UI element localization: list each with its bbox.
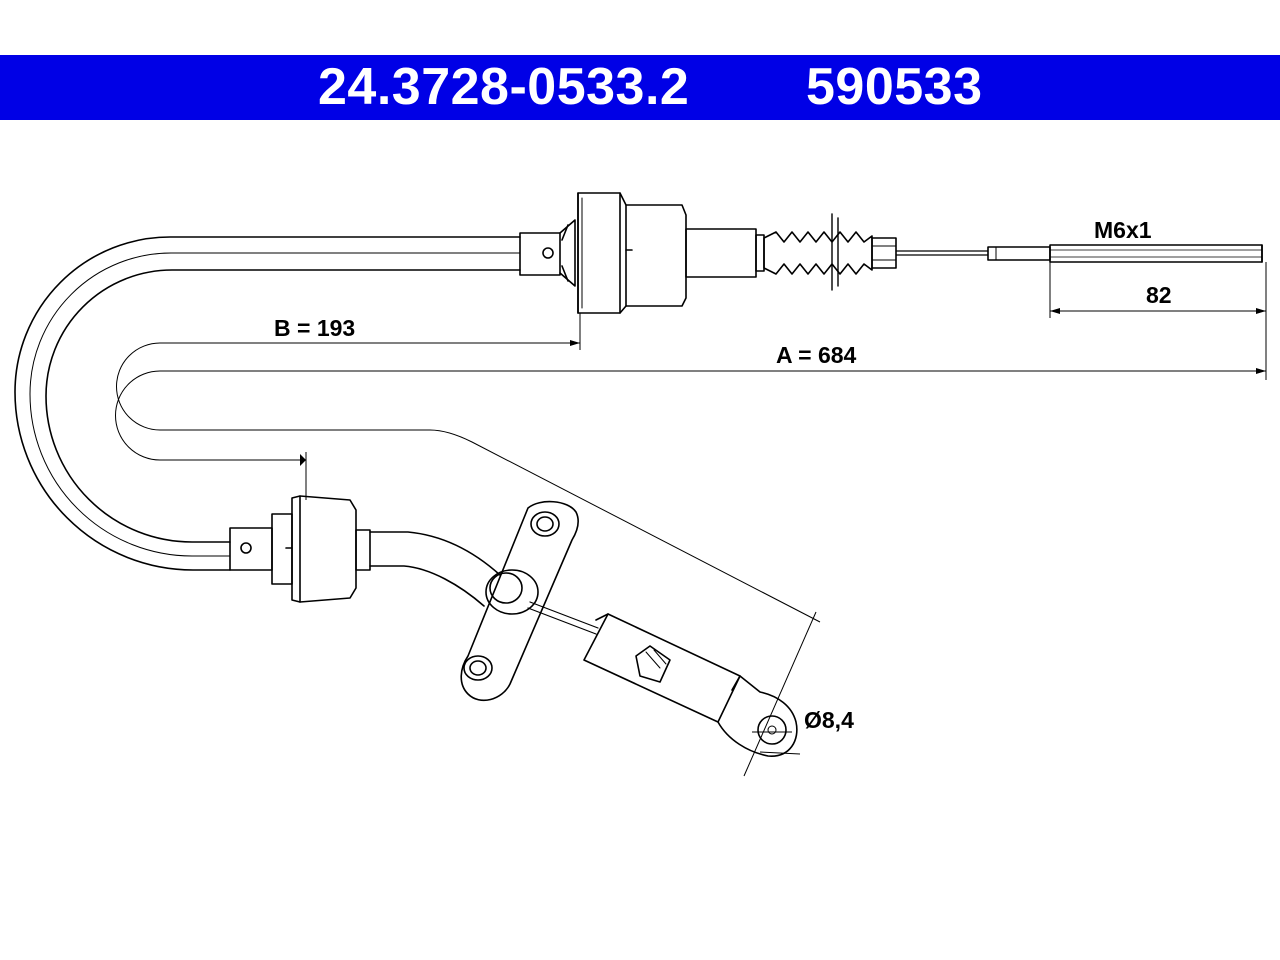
dimension-a-label: A = 684: [776, 342, 857, 368]
dimension-b-label: B = 193: [274, 315, 355, 341]
dimension-arrows: [300, 308, 1266, 466]
inner-wire-eye-end: [527, 601, 798, 757]
top-adjuster-fitting: [519, 192, 1263, 314]
header-bar: [0, 55, 1280, 120]
dimension-lines: [115, 262, 1267, 777]
cable-sheath: [14, 236, 521, 571]
part-number: 24.3728-0533.2: [318, 58, 690, 116]
eye-diameter-label: Ø8,4: [804, 707, 854, 733]
mounting-bracket: [460, 500, 579, 702]
thread-length-label: 82: [1146, 282, 1172, 308]
lower-fitting: [229, 495, 501, 607]
reference-number: 590533: [806, 58, 983, 116]
thread-size-label: M6x1: [1094, 217, 1152, 243]
